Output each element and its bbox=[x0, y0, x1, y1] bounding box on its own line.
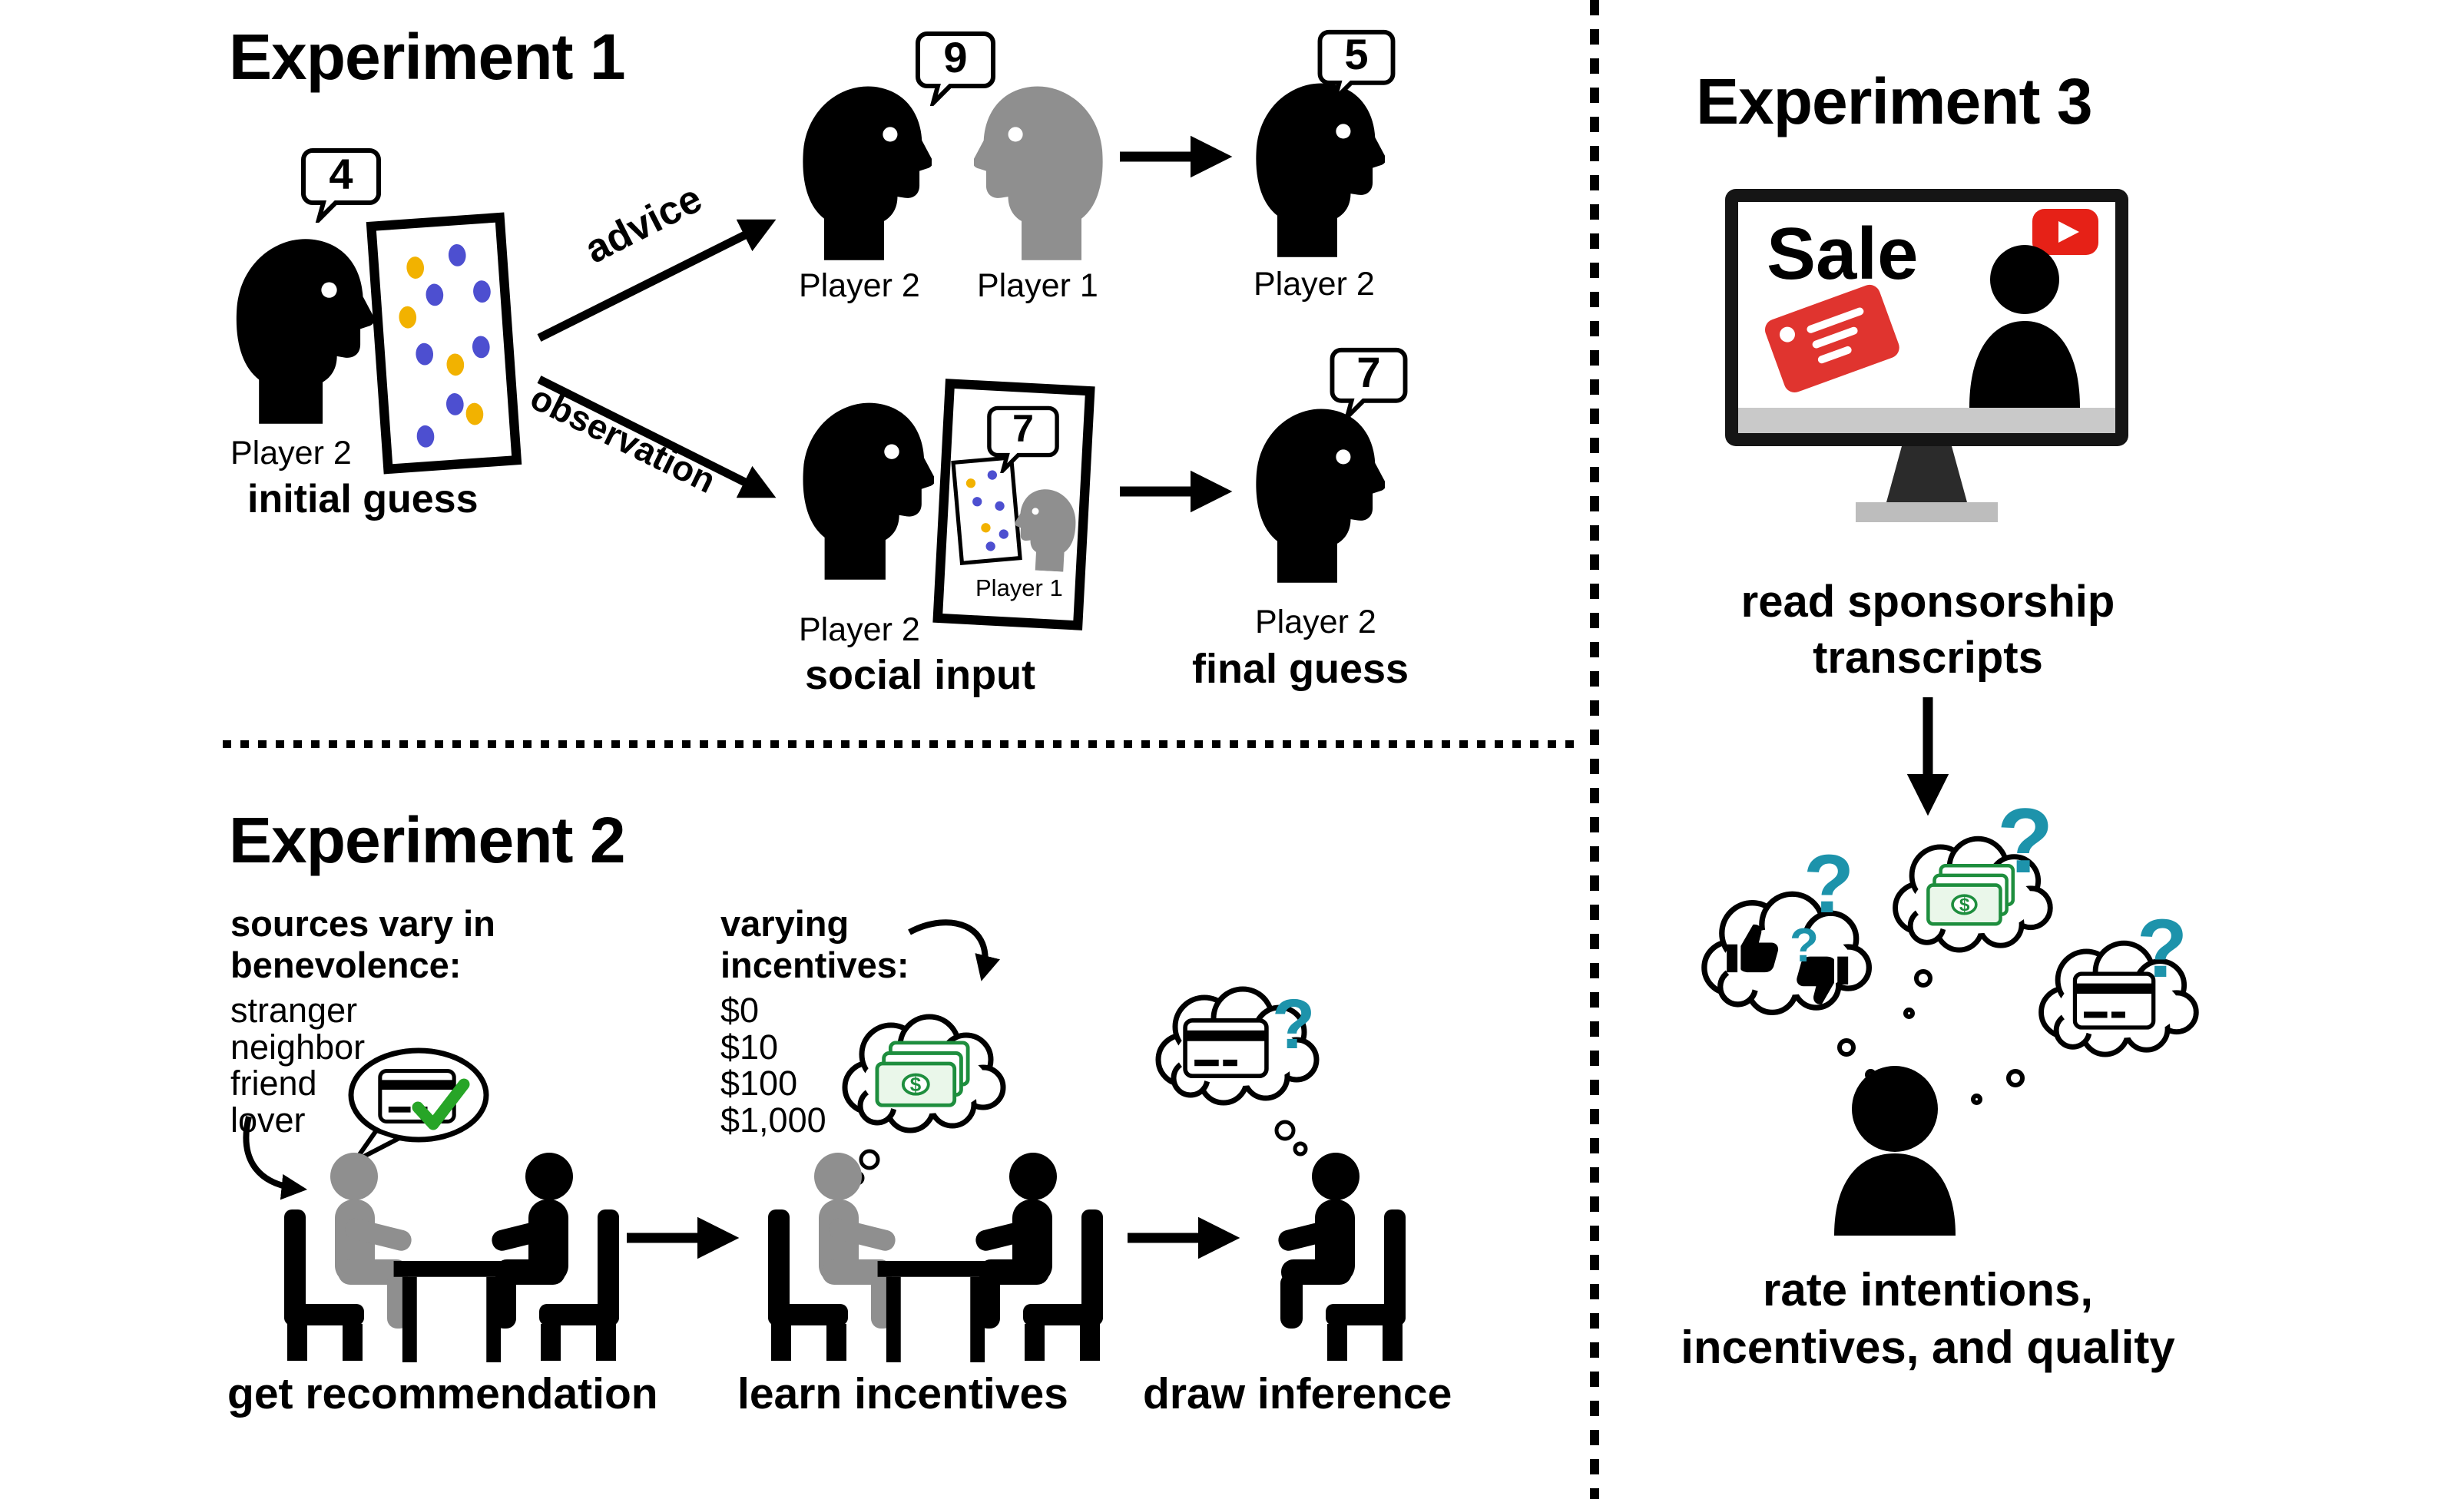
monitor-base bbox=[1856, 502, 1998, 522]
horizontal-separator bbox=[223, 740, 1578, 748]
arrow-icon bbox=[1120, 135, 1233, 178]
speech-bubble-social: 7 bbox=[985, 404, 1061, 473]
dollar-sign: $ bbox=[910, 1073, 922, 1096]
seated-person-icon bbox=[489, 1153, 573, 1329]
advice-player1-label: Player 1 bbox=[977, 267, 1098, 304]
advice-result-value: 5 bbox=[1344, 30, 1369, 79]
initial-guess-value: 4 bbox=[329, 149, 353, 198]
final-player-label: Player 2 bbox=[1255, 604, 1376, 640]
dot-pattern bbox=[399, 243, 491, 448]
checkmark-icon bbox=[412, 1078, 470, 1130]
speech-bubble-advice: 9 bbox=[912, 29, 999, 106]
benevolence-heading: sources vary in benevolence: bbox=[230, 903, 495, 986]
thought-trail-dot bbox=[1903, 1008, 1915, 1019]
initial-guess-caption: initial guess bbox=[247, 477, 479, 521]
question-mark-icon: ? bbox=[1272, 985, 1316, 1064]
person-bust-icon bbox=[1830, 1063, 1960, 1236]
speech-bubble-advice-result: 5 bbox=[1315, 28, 1398, 102]
final-guess-value: 7 bbox=[1356, 348, 1381, 397]
question-mark-icon: ? bbox=[1803, 837, 1854, 930]
board-player-label: Player 1 bbox=[975, 574, 1063, 601]
step2-caption: learn incentives bbox=[737, 1369, 1068, 1418]
monitor-icon bbox=[1725, 189, 2128, 522]
experiment1-title: Experiment 1 bbox=[229, 21, 626, 93]
monitor-stand bbox=[1886, 446, 1967, 502]
table-icon bbox=[877, 1261, 994, 1362]
get-recommendation-scene bbox=[284, 1153, 619, 1362]
social-guess-value: 7 bbox=[1012, 407, 1034, 451]
curved-arrow-icon bbox=[243, 1116, 308, 1200]
head-profile-icon bbox=[230, 229, 373, 424]
table-icon bbox=[393, 1261, 510, 1362]
source-item: lover bbox=[230, 1100, 306, 1140]
advice-arrow-icon bbox=[537, 219, 777, 342]
speech-bubble-initial: 4 bbox=[298, 146, 384, 223]
question-mark-icon: ? bbox=[2137, 902, 2187, 994]
sale-screen-text: Sale bbox=[1767, 213, 1919, 295]
incentive-item: $0 bbox=[720, 991, 760, 1030]
advice-guess-value: 9 bbox=[943, 32, 968, 81]
source-item: friend bbox=[230, 1064, 317, 1104]
thought-trail-dot bbox=[1971, 1094, 1982, 1105]
advice-result-player-label: Player 2 bbox=[1254, 266, 1375, 303]
dot-board-icon bbox=[366, 212, 522, 475]
thought-trail-dot bbox=[1914, 969, 1932, 988]
sale-tag-icon bbox=[1764, 284, 1899, 393]
source-item: neighbor bbox=[230, 1027, 366, 1067]
money-bills-icon bbox=[877, 1043, 968, 1105]
person-bust-icon bbox=[1990, 245, 2059, 314]
thought-trail-dot bbox=[1837, 1038, 1856, 1057]
money-thought-cloud-icon: $ bbox=[1880, 834, 2061, 962]
incentive-item: $100 bbox=[720, 1064, 798, 1104]
exp3-step2-caption: rate intentions, incentives, and quality bbox=[1681, 1264, 2175, 1373]
initial-player-label: Player 2 bbox=[230, 435, 352, 472]
incentives-heading: varying incentives: bbox=[720, 903, 909, 986]
experiment2-title: Experiment 2 bbox=[229, 804, 626, 876]
advice-player2-label: Player 2 bbox=[799, 267, 920, 304]
dollar-sign: $ bbox=[1959, 895, 1970, 915]
arrow-icon bbox=[1120, 470, 1233, 513]
draw-inference-scene bbox=[1276, 1153, 1406, 1361]
vertical-separator bbox=[1590, 0, 1599, 1499]
question-mark-icon: ? bbox=[1997, 789, 2054, 892]
observation-arrow-icon bbox=[537, 376, 777, 498]
head-profile-icon bbox=[1250, 399, 1385, 583]
source-list: stranger neighbor friend lover bbox=[230, 992, 365, 1139]
incentive-item: $1,000 bbox=[720, 1100, 826, 1140]
step1-caption: get recommendation bbox=[227, 1369, 658, 1418]
exp3-step1-caption: read sponsorship transcripts bbox=[1740, 577, 2115, 683]
source-item: stranger bbox=[230, 991, 358, 1030]
arrow-icon bbox=[1128, 1216, 1240, 1259]
curved-arrow-icon bbox=[908, 919, 1000, 981]
seated-person-icon bbox=[973, 1153, 1057, 1329]
final-guess-caption: final guess bbox=[1192, 646, 1409, 692]
seated-person-icon bbox=[814, 1153, 898, 1329]
head-profile-icon bbox=[797, 77, 932, 260]
incentive-item: $10 bbox=[720, 1027, 779, 1067]
step3-caption: draw inference bbox=[1143, 1369, 1452, 1418]
head-profile-icon bbox=[797, 393, 934, 580]
thought-trail-dot bbox=[2006, 1069, 2025, 1087]
credit-card-icon bbox=[1185, 1021, 1267, 1076]
seated-person-icon bbox=[330, 1153, 414, 1329]
observation-player2-label: Player 2 bbox=[799, 611, 920, 648]
arrow-icon bbox=[627, 1216, 740, 1259]
question-mark-icon: ? bbox=[1790, 919, 1819, 972]
seated-person-icon bbox=[1276, 1153, 1360, 1329]
recommendation-bubble-icon bbox=[348, 1047, 489, 1163]
social-input-board-icon bbox=[932, 379, 1095, 630]
social-input-caption: social input bbox=[805, 652, 1036, 698]
down-arrow-icon bbox=[1906, 697, 1949, 816]
incentive-list: $0 $10 $100 $1,000 bbox=[720, 992, 826, 1139]
mini-dot-board-icon bbox=[951, 455, 1022, 566]
learn-incentives-scene bbox=[768, 1153, 1103, 1362]
experiment3-title: Experiment 3 bbox=[1696, 65, 2093, 137]
speech-bubble-final: 7 bbox=[1327, 346, 1410, 420]
card-thought-cloud-icon bbox=[1143, 984, 1331, 1157]
